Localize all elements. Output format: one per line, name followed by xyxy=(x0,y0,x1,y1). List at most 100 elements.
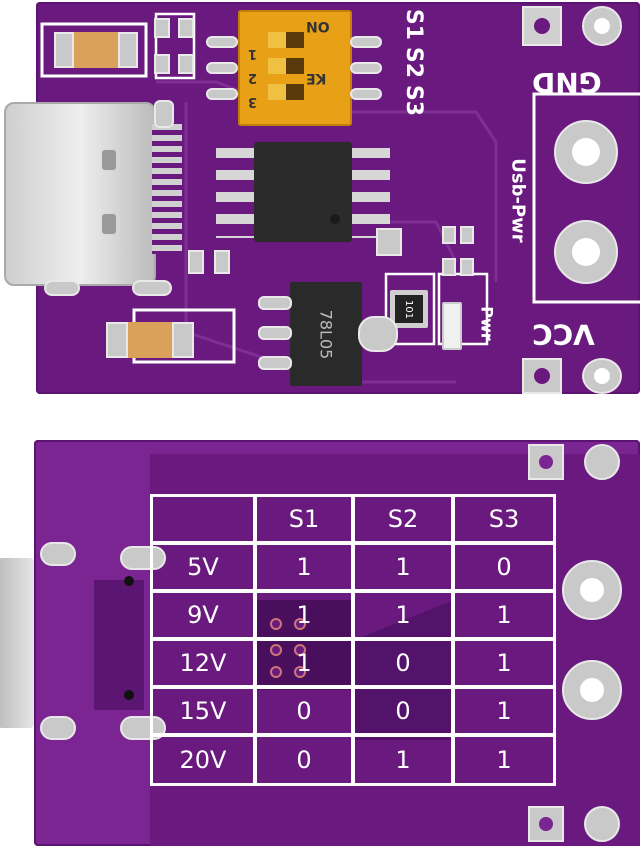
via-hole xyxy=(294,618,306,630)
regulator-pin xyxy=(258,356,292,370)
switch-slot-3[interactable] xyxy=(268,84,304,100)
switch-slot-1[interactable] xyxy=(268,32,304,48)
table-row-voltage: 9V xyxy=(150,590,256,640)
ic-chip xyxy=(254,142,352,242)
gnd-pad-square[interactable] xyxy=(522,6,562,46)
table-cell: 1 xyxy=(352,590,454,640)
switch-pin xyxy=(350,88,382,100)
switch-label-s1: S1 xyxy=(401,8,427,41)
vcc-pad-square[interactable] xyxy=(522,358,562,394)
pwr-led xyxy=(442,302,462,350)
table-cell: 1 xyxy=(352,734,454,786)
via-hole xyxy=(294,644,306,656)
vcc-pad-round[interactable] xyxy=(582,358,622,394)
switch-number-2: 2 xyxy=(248,70,258,85)
table-cell: 1 xyxy=(352,542,454,592)
via-hole xyxy=(270,666,282,678)
usb-pwr-terminal-1[interactable] xyxy=(554,120,618,184)
gnd-label: GND xyxy=(532,66,602,99)
via-hole xyxy=(124,576,134,586)
smd-pad xyxy=(442,258,456,276)
usb-mount-pad xyxy=(132,280,172,296)
gnd-pad-round[interactable] xyxy=(582,6,622,46)
smd-pad xyxy=(460,226,474,244)
ic-pins-left xyxy=(216,148,254,238)
table-cell: 1 xyxy=(452,638,556,688)
table-cell: 1 xyxy=(254,590,354,640)
table-cell: 1 xyxy=(452,590,556,640)
smd-pad xyxy=(376,228,402,256)
switch-pin xyxy=(350,62,382,74)
table-cell: 1 xyxy=(254,542,354,592)
table-row-voltage: 5V xyxy=(150,542,256,592)
smd-pad xyxy=(178,18,194,38)
via-hole xyxy=(270,644,282,656)
smd-pad xyxy=(188,250,204,274)
table-row-voltage: 20V xyxy=(150,734,256,786)
switch-label-s3: S3 xyxy=(401,84,427,117)
switch-on-label: ON xyxy=(306,18,330,34)
edge-pad-square[interactable] xyxy=(528,444,564,480)
table-cell: 0 xyxy=(254,686,354,736)
usb-mount-pad xyxy=(40,716,76,740)
smd-pad xyxy=(178,54,194,74)
smd-pad xyxy=(154,54,170,74)
regulator-tab xyxy=(358,316,398,352)
bottom-pcb-board: S1 S2 S3 5V 1 1 0 9V 1 1 1 12V 1 0 1 15V… xyxy=(0,440,640,846)
smd-pad xyxy=(442,226,456,244)
switch-truth-table: S1 S2 S3 5V 1 1 0 9V 1 1 1 12V 1 0 1 15V… xyxy=(150,494,562,790)
usb-c-connector[interactable] xyxy=(4,102,156,286)
switch-pin xyxy=(350,36,382,48)
table-cell: 0 xyxy=(352,686,454,736)
terminal-pad-1[interactable] xyxy=(562,560,622,620)
voltage-regulator-78l05: 78L05 xyxy=(290,282,362,386)
table-cell: 1 xyxy=(452,734,556,786)
pwr-label: Pwr xyxy=(477,306,497,341)
ic-pins-right xyxy=(352,148,390,238)
switch-label-s2: S2 xyxy=(401,46,427,79)
table-cell: 1 xyxy=(452,686,556,736)
table-cell: 0 xyxy=(452,542,556,592)
edge-pad-round[interactable] xyxy=(584,444,620,480)
usb-mount-pad xyxy=(44,280,80,296)
switch-slot-2[interactable] xyxy=(268,58,304,74)
via-hole xyxy=(124,690,134,700)
smd-pad xyxy=(154,18,170,38)
table-header-s3: S3 xyxy=(452,494,556,544)
top-traces xyxy=(40,12,640,384)
dip-switch[interactable]: ON KE 1 2 3 xyxy=(238,10,352,126)
usb-mount-pad xyxy=(154,100,174,128)
switch-number-3: 3 xyxy=(248,94,258,109)
top-pcb-board: ON KE 1 2 3 S1 S2 S3 101 Pwr xyxy=(4,2,640,394)
switch-ke-label: KE xyxy=(306,70,327,86)
table-header-s1: S1 xyxy=(254,494,354,544)
resistor-label: 101 xyxy=(403,299,415,319)
resistor-101: 101 xyxy=(390,290,428,328)
regulator-label: 78L05 xyxy=(316,309,336,359)
usb-mount-pad xyxy=(120,546,166,570)
capacitor-top-left xyxy=(54,32,138,68)
terminal-pad-2[interactable] xyxy=(562,660,622,720)
table-header-s2: S2 xyxy=(352,494,454,544)
table-row-voltage: 15V xyxy=(150,686,256,736)
vcc-label: VCC xyxy=(532,318,595,351)
switch-pin xyxy=(206,36,238,48)
usb-pins xyxy=(152,124,182,254)
usb-c-connector-edge xyxy=(0,558,34,728)
switch-pin xyxy=(206,62,238,74)
smd-pad xyxy=(214,250,230,274)
smd-pad xyxy=(460,258,474,276)
capacitor-bottom xyxy=(106,322,194,358)
table-cell: 0 xyxy=(254,734,354,786)
table-header-corner xyxy=(150,494,256,544)
usb-pwr-label: Usb-Pwr xyxy=(507,158,529,243)
switch-number-1: 1 xyxy=(248,46,258,61)
edge-pad-round[interactable] xyxy=(584,806,620,842)
table-cell: 0 xyxy=(352,638,454,688)
table-row-voltage: 12V xyxy=(150,638,256,688)
table-cell: 1 xyxy=(254,638,354,688)
regulator-pin xyxy=(258,296,292,310)
usb-mount-pad xyxy=(40,542,76,566)
edge-pad-square[interactable] xyxy=(528,806,564,842)
usb-pwr-terminal-2[interactable] xyxy=(554,220,618,284)
